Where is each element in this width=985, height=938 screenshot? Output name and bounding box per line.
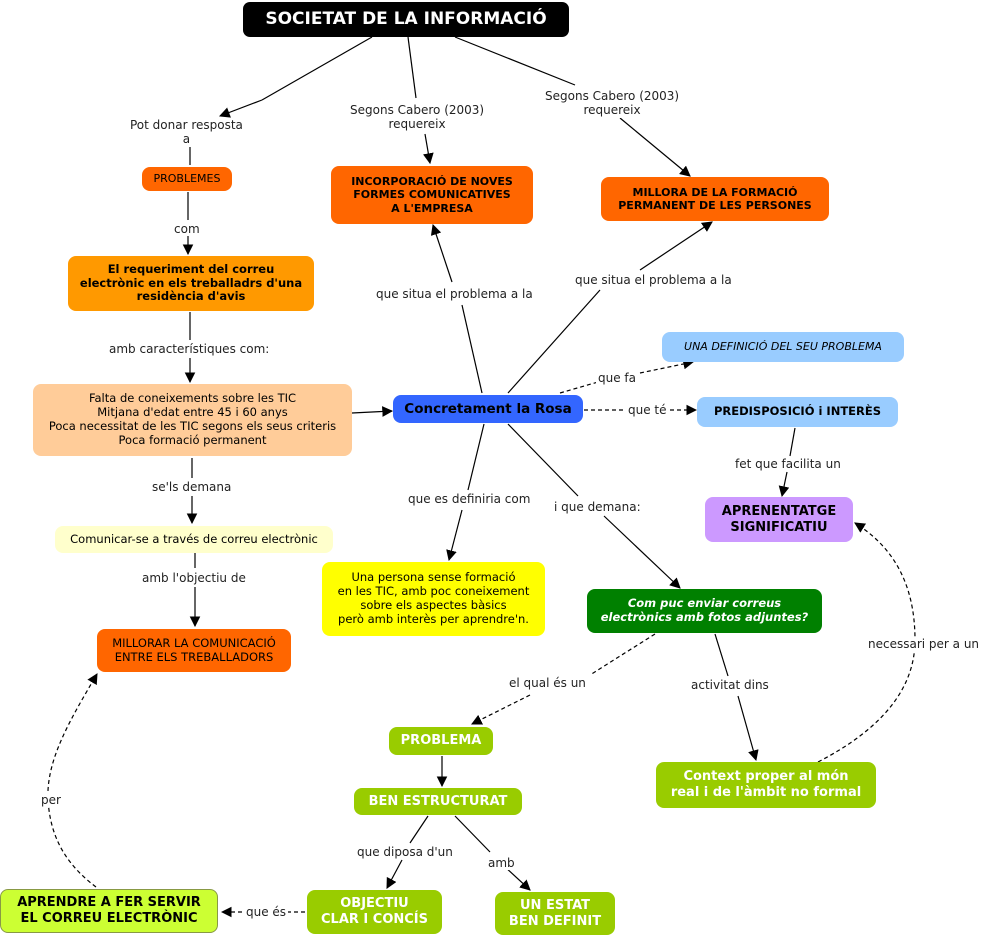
link-label-amb: amb: [486, 856, 517, 871]
node-problema[interactable]: PROBLEMA: [389, 727, 493, 755]
link-label-diposa: que diposa d'un: [355, 845, 455, 860]
node-compuc[interactable]: Com puc enviar correus electrònics amb f…: [587, 589, 822, 633]
node-persona[interactable]: Una persona sense formació en les TIC, a…: [322, 562, 545, 636]
link-label-pot-donar: Pot donar resposta a: [128, 118, 245, 147]
link-label-que-es: que és: [244, 905, 289, 920]
node-estat[interactable]: UN ESTAT BEN DEFINIT: [495, 892, 615, 935]
node-requeriment[interactable]: El requeriment del correu electrònic en …: [68, 256, 314, 311]
link-label-activitat: activitat dins: [689, 678, 771, 693]
node-falta[interactable]: Falta de coneixements sobre les TIC Mitj…: [33, 384, 352, 456]
link-label-que-te: que té: [626, 403, 669, 418]
node-root[interactable]: SOCIETAT DE LA INFORMACIÓ: [243, 2, 569, 37]
node-benestructurat[interactable]: BEN ESTRUCTURAT: [354, 788, 522, 815]
link-label-com: com: [172, 222, 202, 237]
node-predisposicio[interactable]: PREDISPOSICIÓ i INTERÈS: [697, 397, 898, 427]
node-millora[interactable]: MILLORA DE LA FORMACIÓ PERMANENT DE LES …: [601, 177, 829, 221]
node-aprendre[interactable]: APRENDRE A FER SERVIR EL CORREU ELECTRÒN…: [0, 889, 218, 933]
node-problemes[interactable]: PROBLEMES: [142, 167, 232, 191]
link-label-caracteristiques: amb característiques com:: [107, 342, 272, 357]
node-objectiu[interactable]: OBJECTIU CLAR I CONCÍS: [307, 890, 442, 934]
node-rosa[interactable]: Concretament la Rosa: [393, 395, 583, 423]
node-definicio[interactable]: UNA DEFINICIÓ DEL SEU PROBLEMA: [662, 332, 904, 362]
link-label-objectiu-de: amb l'objectiu de: [140, 571, 248, 586]
link-label-situa-2: que situa el problema a la: [573, 273, 734, 288]
link-label-segons-1: Segons Cabero (2003) requereix: [348, 103, 487, 132]
link-label-definiria: que es definiria com: [406, 492, 533, 507]
node-comunicar[interactable]: Comunicar-se a través de correu electròn…: [55, 526, 333, 553]
link-label-situa-1: que situa el problema a la: [374, 287, 535, 302]
link-label-demana: se'ls demana: [150, 480, 234, 495]
link-label-i-demana: i que demana:: [552, 500, 643, 515]
link-label-segons-2: Segons Cabero (2003) requereix: [543, 89, 682, 118]
node-aprenentatge[interactable]: APRENENTATGE SIGNIFICATIU: [705, 497, 853, 542]
edge-root-problemes: [261, 36, 373, 101]
node-millorar[interactable]: MILLORAR LA COMUNICACIÓ ENTRE ELS TREBAL…: [97, 629, 291, 672]
link-label-per: per: [39, 793, 63, 808]
link-label-qual-es: el qual és un: [507, 676, 588, 691]
link-label-que-fa: que fa: [596, 371, 638, 386]
node-incorporacio[interactable]: INCORPORACIÓ DE NOVES FORMES COMUNICATIV…: [331, 166, 533, 224]
link-label-necessari: necessari per a un: [866, 637, 982, 652]
node-context[interactable]: Context proper al món real i de l'àmbit …: [656, 762, 876, 808]
link-label-fet-facilita: fet que facilita un: [733, 457, 843, 472]
